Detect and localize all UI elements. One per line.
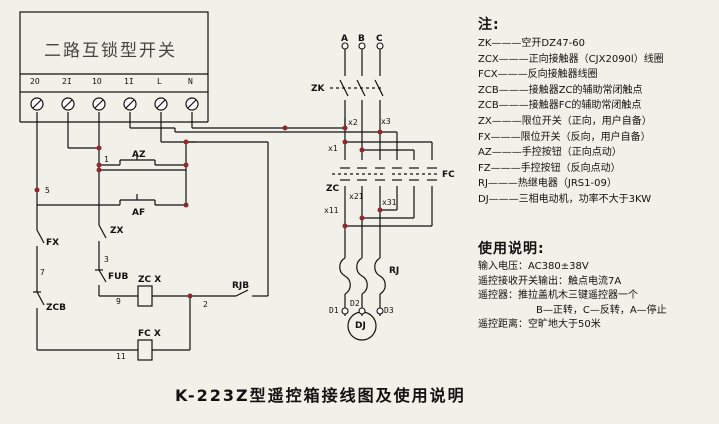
fcx-label: FC X: [138, 329, 161, 339]
node-x2: x2: [348, 118, 358, 127]
note-item: RJ———热继电器（JRS1-09）: [478, 178, 617, 190]
switch-box-frame: [19, 11, 209, 93]
phase-c-label: C: [376, 34, 383, 44]
zcx-coil: [137, 285, 153, 307]
d2-label: D2: [350, 299, 360, 308]
node-x1: x1: [328, 144, 338, 153]
rj-label: RJ: [389, 266, 400, 276]
zk-label: ZK: [311, 84, 325, 94]
usage-list: 输入电压：AC380±38V 遥控接收开关输出：触点电流7A 遥控器：推拉盖机木…: [478, 260, 667, 333]
phase-a-label: A: [341, 34, 348, 44]
fub-label: FUB: [108, 272, 129, 282]
d3-label: D3: [384, 306, 394, 315]
note-item: ZCB———接触器FC的辅助常闭触点: [478, 100, 642, 112]
terminal-label-l: L: [157, 77, 162, 86]
af-label: AF: [132, 208, 146, 218]
node-x3: x3: [381, 117, 391, 126]
usage-item: B—正转，C—反转，A—停止: [536, 304, 667, 316]
fc-label: FC: [442, 170, 455, 180]
terminal-label-2i: 2I: [62, 77, 72, 86]
fcx-coil: [137, 339, 153, 361]
usage-item: 遥控器：推拉盖机木三键遥控器一个: [478, 290, 638, 302]
phase-b-label: B: [358, 34, 365, 44]
rjb-label: RJB: [232, 281, 250, 291]
node-x21: x21: [349, 192, 364, 201]
fx-label: FX: [46, 238, 60, 248]
note-item: FCX———反向接触器线圈: [478, 69, 598, 81]
wire-label-9: 9: [116, 297, 121, 306]
usage-item: 遥控接收开关输出：触点电流7A: [478, 275, 622, 287]
note-item: FX———限位开关（反向，用户自备）: [478, 131, 651, 143]
wire-label-1: 1: [104, 155, 109, 164]
usage-title: 使用说明:: [478, 241, 545, 257]
motor-label: DJ: [355, 321, 366, 331]
note-item: ZK———空开DZ47-60: [478, 38, 586, 49]
node-x11: x11: [324, 206, 339, 215]
wire-label-11: 11: [116, 352, 126, 361]
az-label: AZ: [132, 150, 146, 160]
usage-item: 遥控距离：空旷地大于50米: [478, 319, 601, 331]
wire-label-2: 2: [203, 300, 208, 309]
wire-label-3: 3: [104, 255, 109, 264]
note-item: DJ———三相电动机，功率不大于3KW: [478, 193, 652, 205]
notes-list: ZK———空开DZ47-60 ZCX———正向接触器（CJX2090l）线圈 F…: [478, 36, 664, 208]
terminal-label-2o: 2O: [30, 77, 40, 86]
diagram-footer-title: K-223Z型遥控箱接线图及使用说明: [175, 386, 466, 405]
node-x31: x31: [382, 198, 397, 207]
zx-label: ZX: [110, 226, 124, 236]
zcx-label: ZC X: [138, 275, 162, 285]
usage-item: 输入电压：AC380±38V: [478, 261, 589, 272]
note-item: ZX———限位开关（正向，用户自备）: [478, 115, 652, 127]
note-item: ZCB———接触器ZC的辅助常闭触点: [478, 84, 643, 96]
zc-label: ZC: [326, 184, 340, 194]
wire-label-5: 5: [45, 186, 50, 195]
wire-label-7: 7: [40, 268, 45, 277]
terminal-screws: [30, 97, 199, 111]
switch-box-title: 二路互锁型开关: [44, 41, 177, 61]
note-item: AZ———手控按钮（正向点动）: [478, 147, 622, 159]
terminal-label-n: N: [188, 77, 193, 86]
terminal-label-1i: 1I: [124, 77, 134, 86]
terminal-label-1o: 1O: [92, 77, 102, 86]
note-item: FZ———手控按钮（反向点动）: [478, 162, 621, 174]
zcb-label: ZCB: [46, 303, 66, 313]
d1-label: D1: [329, 306, 339, 315]
notes-title: 注:: [478, 17, 500, 33]
note-item: ZCX———正向接触器（CJX2090l）线圈: [478, 53, 664, 65]
